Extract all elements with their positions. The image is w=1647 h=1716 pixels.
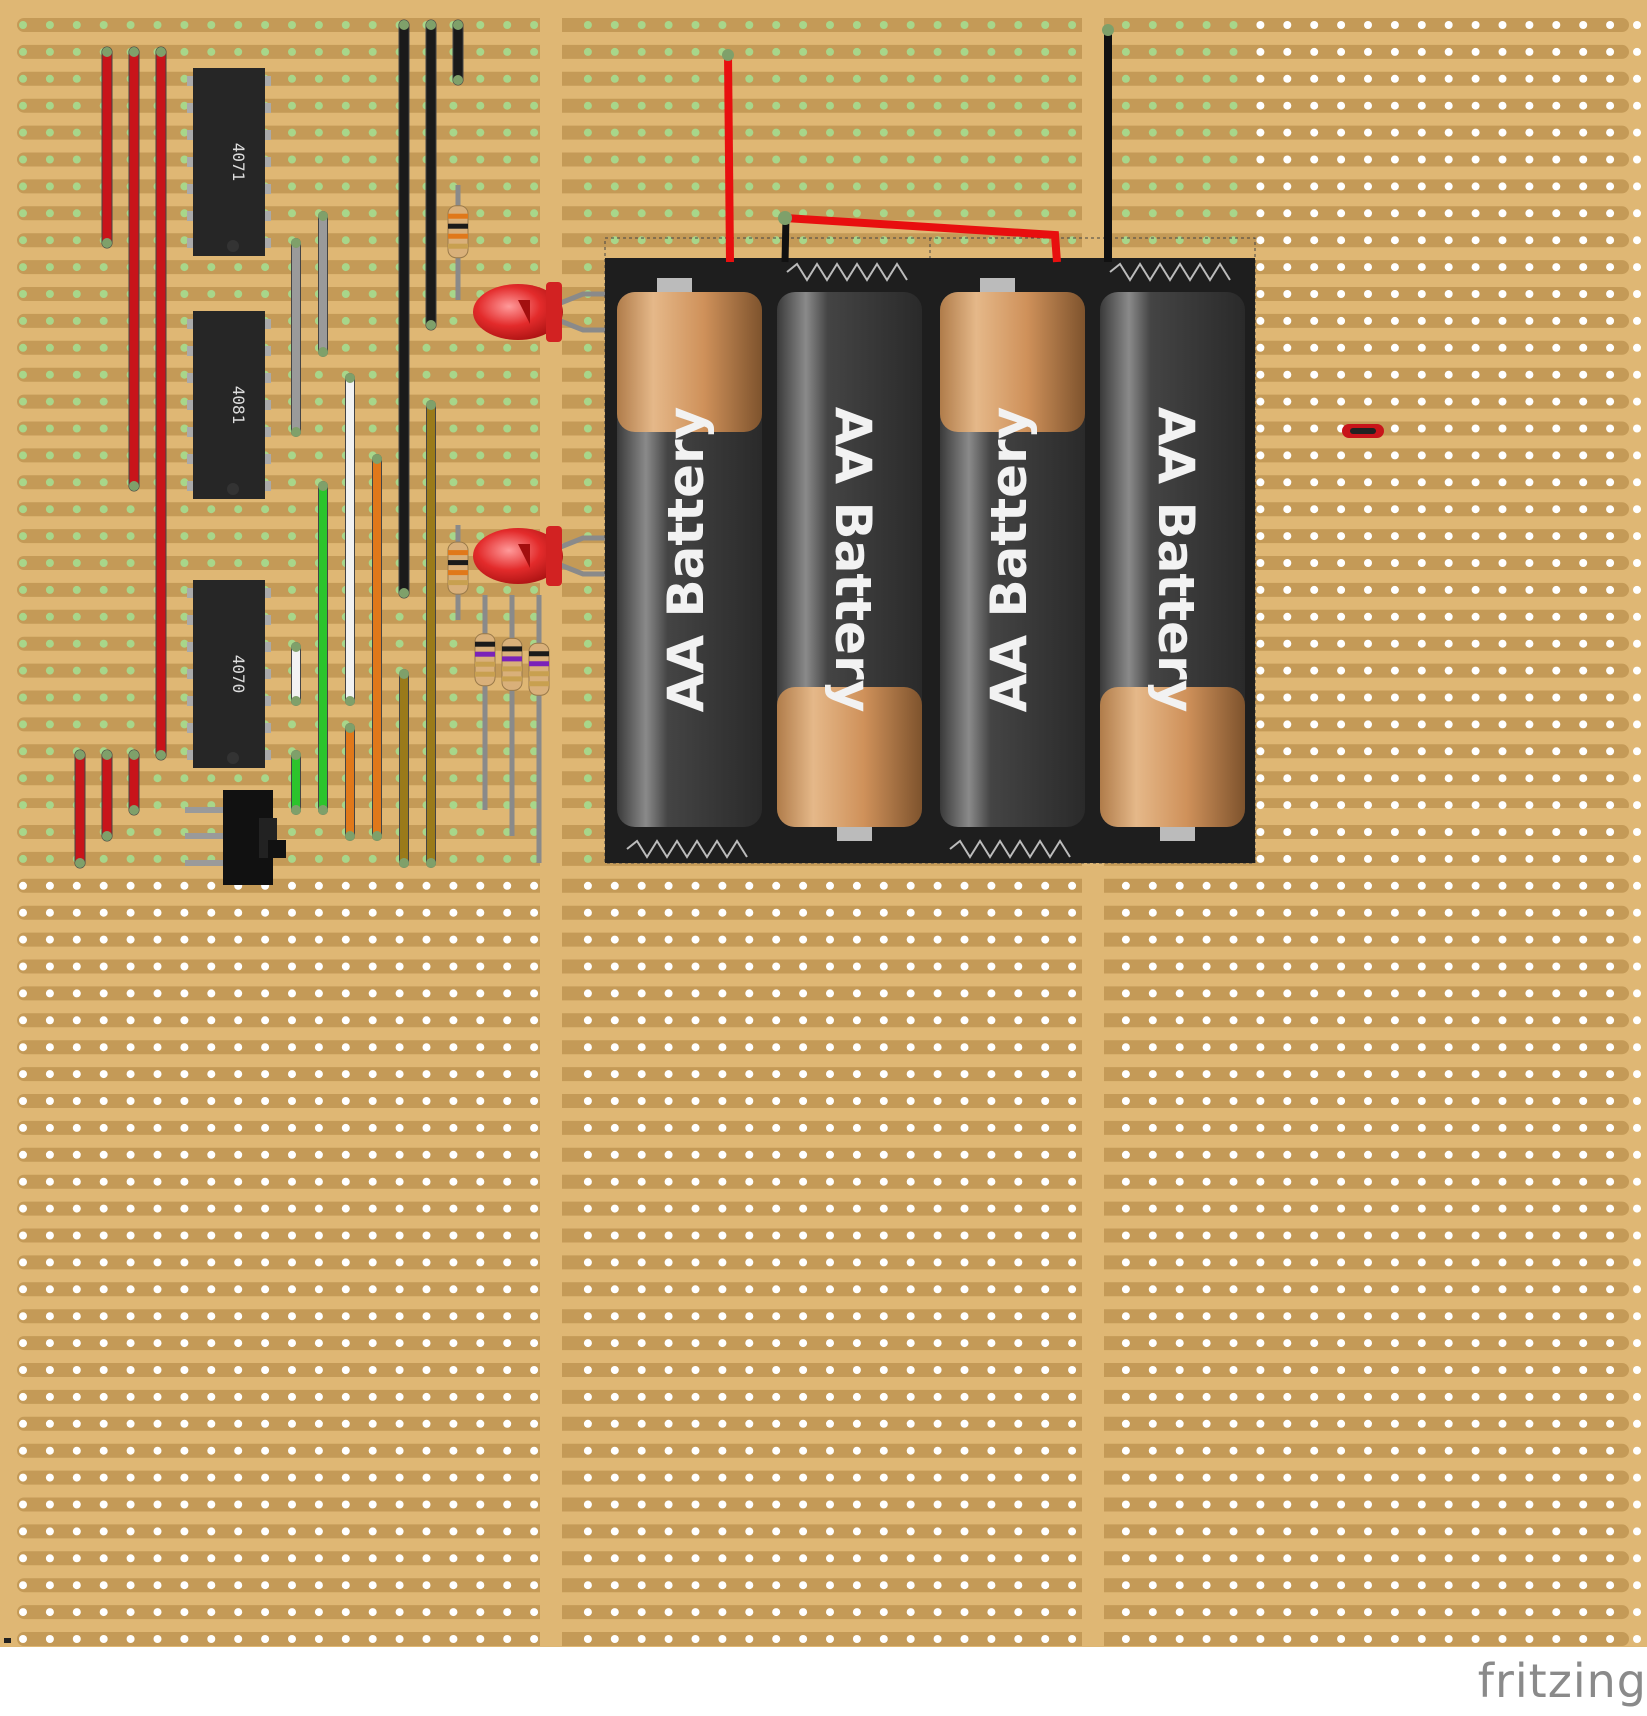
ic-chips: 4071 4081 4070 bbox=[187, 68, 271, 768]
wire-black bbox=[425, 19, 437, 331]
wire-red bbox=[155, 46, 167, 761]
ic-label: 4081 bbox=[229, 386, 248, 425]
wire-black bbox=[398, 19, 410, 599]
led-icon bbox=[473, 282, 613, 342]
ic-chip-4071: 4071 bbox=[187, 68, 271, 256]
slide-switch-icon[interactable] bbox=[185, 790, 286, 885]
wire-green bbox=[318, 481, 328, 815]
aa-battery: AA Battery bbox=[1100, 262, 1245, 841]
ic-chip-4081: 4081 bbox=[187, 311, 271, 499]
wire-olive bbox=[426, 400, 436, 868]
wire-red bbox=[128, 46, 140, 492]
wire-grey bbox=[318, 211, 328, 357]
battery-label: AA Battery bbox=[824, 407, 882, 713]
battery-label: AA Battery bbox=[657, 407, 715, 713]
fritzing-logo: fritzing bbox=[1477, 1654, 1647, 1708]
batteries: AA Battery AA Battery AA Battery AA Battery bbox=[617, 262, 1245, 859]
aa-battery: AA Battery bbox=[940, 278, 1085, 859]
aa-battery: AA Battery bbox=[777, 262, 922, 841]
resistor-icon bbox=[447, 185, 469, 300]
wire-red bbox=[101, 46, 113, 249]
ic-label: 4070 bbox=[229, 655, 248, 694]
resistor-icon bbox=[447, 525, 469, 620]
leds bbox=[473, 282, 613, 586]
board-corner-marker bbox=[4, 1638, 11, 1643]
wire-grey bbox=[291, 238, 301, 437]
aa-battery: AA Battery bbox=[617, 278, 762, 859]
small-jumper bbox=[1342, 424, 1384, 438]
wire-orange bbox=[345, 723, 355, 841]
wire-green bbox=[291, 750, 301, 815]
resistor-icon bbox=[474, 595, 496, 810]
led-icon bbox=[473, 526, 613, 586]
wire-olive bbox=[399, 669, 409, 868]
jumper-wires bbox=[74, 19, 464, 869]
wire-red bbox=[128, 749, 140, 816]
resistor-icon bbox=[501, 595, 523, 836]
ic-label: 4071 bbox=[229, 143, 248, 182]
wire-black bbox=[452, 19, 464, 86]
wire-white bbox=[291, 642, 301, 706]
wire-orange bbox=[372, 454, 382, 841]
battery-leads bbox=[722, 24, 1114, 263]
wire-red bbox=[74, 749, 86, 869]
battery-label: AA Battery bbox=[1147, 407, 1205, 713]
battery-label: AA Battery bbox=[980, 407, 1038, 713]
resistor-icon bbox=[528, 595, 550, 863]
wire-red bbox=[101, 749, 113, 842]
wire-white bbox=[345, 373, 355, 706]
ic-chip-4070: 4070 bbox=[187, 580, 271, 768]
resistors bbox=[447, 185, 550, 863]
